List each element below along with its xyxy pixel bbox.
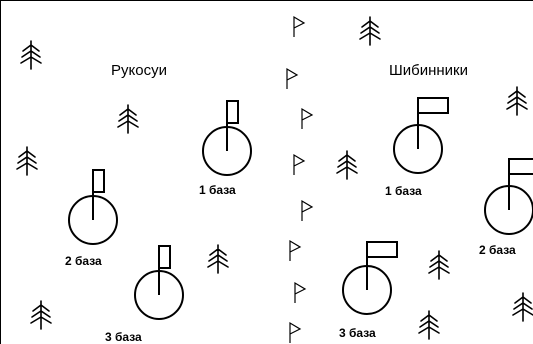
- team-label-right: Шибинники: [389, 62, 468, 79]
- flagged-circle-base-icon: [202, 100, 252, 176]
- flagged-circle-base-icon: [393, 97, 449, 174]
- base-right-2: 2 база: [479, 158, 533, 257]
- tree-icon: [512, 292, 533, 322]
- tree-icon: [506, 86, 528, 116]
- tree-icon: [428, 250, 450, 280]
- base-label: 3 база: [105, 330, 142, 344]
- base-label: 2 база: [479, 243, 516, 257]
- border-flags: [286, 15, 314, 343]
- pennant-flag-icon: [301, 107, 314, 129]
- tree-icon: [117, 104, 139, 134]
- pennant-flag-icon: [286, 67, 299, 89]
- base-label: 1 база: [385, 184, 422, 198]
- team-label-left: Рукосуи: [111, 62, 167, 79]
- flagged-circle-base-icon: [134, 245, 184, 320]
- base-right-1: 1 база: [385, 97, 449, 198]
- flagged-circle-base-icon: [68, 169, 118, 245]
- tree-icon: [207, 244, 229, 274]
- base-label: 1 база: [199, 183, 236, 197]
- tree-icon: [336, 150, 358, 180]
- base-label: 3 база: [339, 326, 376, 340]
- pennant-flag-icon: [301, 199, 314, 221]
- pennant-flag-icon: [289, 321, 302, 343]
- tree-icon: [20, 40, 42, 70]
- flagged-circle-base-icon: [342, 241, 398, 315]
- pennant-flag-icon: [289, 239, 302, 261]
- base-label: 2 база: [65, 254, 102, 268]
- tree-icon: [418, 310, 440, 340]
- pennant-flag-icon: [294, 281, 307, 303]
- base-left-3: 3 база: [105, 245, 184, 344]
- trees: [16, 16, 533, 340]
- pennant-flag-icon: [293, 15, 306, 37]
- base-left-1: 1 база: [199, 100, 252, 197]
- base-left-2: 2 база: [65, 169, 118, 268]
- tree-icon: [359, 16, 381, 46]
- tree-icon: [30, 300, 52, 330]
- flagged-circle-base-icon: [484, 158, 533, 235]
- pennant-flag-icon: [293, 153, 306, 175]
- base-right-3: 3 база: [339, 241, 398, 340]
- tree-icon: [16, 146, 38, 176]
